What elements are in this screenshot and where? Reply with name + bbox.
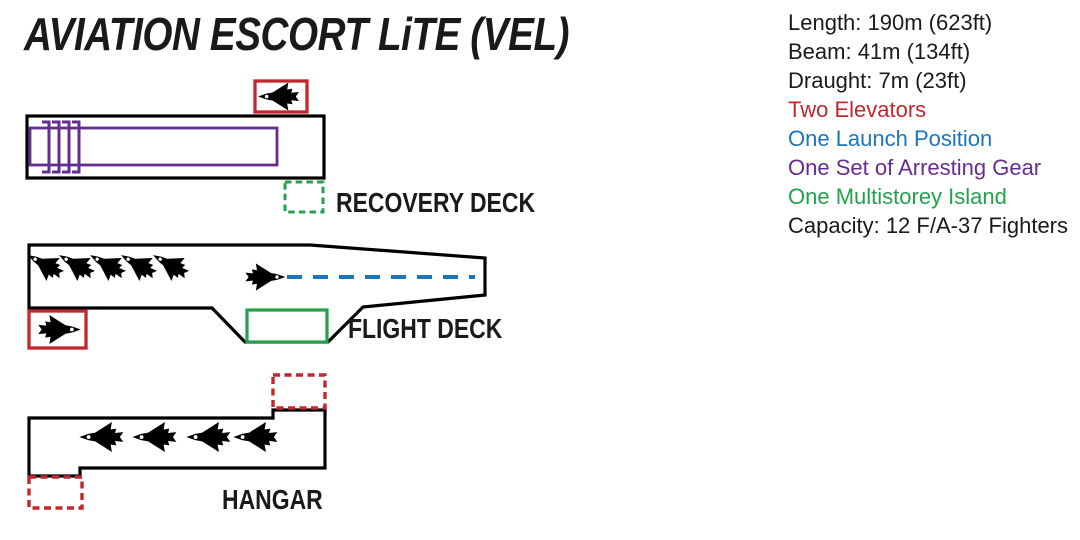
island-box xyxy=(245,308,329,344)
spec-length: Length: 190m (623ft) xyxy=(788,10,993,35)
recovery-deck-diagram xyxy=(25,79,326,214)
arresting-wires xyxy=(42,120,81,174)
flight-deck-diagram xyxy=(21,243,487,350)
flight-deck-label: FLIGHT DECK xyxy=(348,313,503,344)
island-footprint-box xyxy=(283,180,325,214)
spec-draught: Draught: 7m (23ft) xyxy=(788,68,967,93)
spec-launch: One Launch Position xyxy=(788,126,993,151)
spec-island: One Multistorey Island xyxy=(788,184,1007,209)
spec-list: Length: 190m (623ft) Beam: 41m (134ft) D… xyxy=(788,8,1078,240)
hangar-outline xyxy=(27,408,327,478)
spec-elevators: Two Elevators xyxy=(788,97,927,122)
arresting-gear-area xyxy=(28,126,279,167)
spec-beam: Beam: 41m (134ft) xyxy=(788,39,971,64)
recovery-deck-label: RECOVERY DECK xyxy=(336,187,536,218)
spec-capacity: Capacity: 12 F/A-37 Fighters xyxy=(788,213,1069,238)
recovery-deck-outline xyxy=(25,114,326,180)
page-title: AVIATION ESCORT LiTE (VEL) xyxy=(24,8,570,60)
hangar-diagram xyxy=(27,373,327,510)
spec-arresting: One Set of Arresting Gear xyxy=(788,155,1042,180)
hangar-label: HANGAR xyxy=(222,484,323,515)
elevator-shaft-box xyxy=(271,373,327,410)
elevator-shaft-box xyxy=(27,475,84,510)
